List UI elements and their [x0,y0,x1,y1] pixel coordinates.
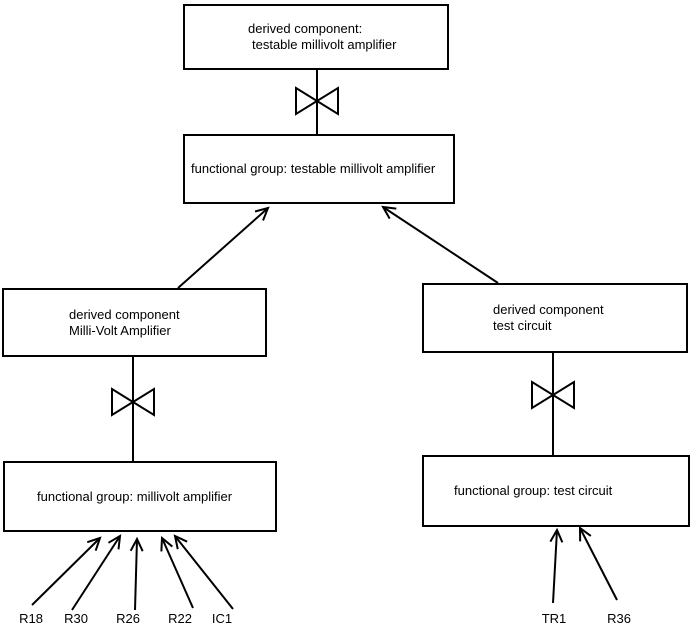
component-label-r18: R18 [19,611,43,626]
arrow-r26 [129,536,144,611]
node-label: derived component: [248,21,363,36]
node-functional-group-millivolt-amplifier: functional group: millivolt amplifier [3,461,277,532]
node-label: functional group: millivolt amplifier [37,488,233,504]
arrow-derived-tc-to-fg-testable [381,205,499,284]
arrow-r22 [160,535,194,609]
component-label-r30: R30 [64,611,88,626]
node-derived-component-test-circuit: derived component test circuit [422,283,688,353]
node-label: Milli-Volt Amplifier [69,322,171,338]
arrow-derived-mva-to-fg-testable [177,206,270,289]
node-label: derived component [493,302,604,317]
arrow-r36 [578,526,618,601]
bowtie-icon [111,387,155,417]
component-label-r36: R36 [607,611,631,626]
node-derived-component-millivolt-amplifier: derived component Milli-Volt Amplifier [2,288,267,357]
arrow-tr1 [549,527,564,604]
node-functional-group-test-circuit: functional group: test circuit [422,455,690,527]
component-label-r22: R22 [168,611,192,626]
component-label-ic1: IC1 [211,611,233,626]
node-label: test circuit [493,318,552,333]
arrow-r30 [71,534,122,611]
component-label-tr1: TR1 [541,611,567,626]
node-label: functional group: test circuit [454,483,613,498]
node-derived-component-testable-amplifier: derived component: testable millivolt am… [183,4,449,70]
arrow-ic1 [173,534,234,610]
arrow-r18 [31,536,102,606]
bowtie-icon [531,380,575,410]
node-label: derived component [69,306,180,322]
node-label: functional group: testable millivolt amp… [191,161,436,176]
component-label-r26: R26 [116,611,140,626]
node-functional-group-testable-amplifier: functional group: testable millivolt amp… [183,134,455,204]
bowtie-icon [295,86,339,116]
node-label: testable millivolt amplifier [252,37,397,52]
